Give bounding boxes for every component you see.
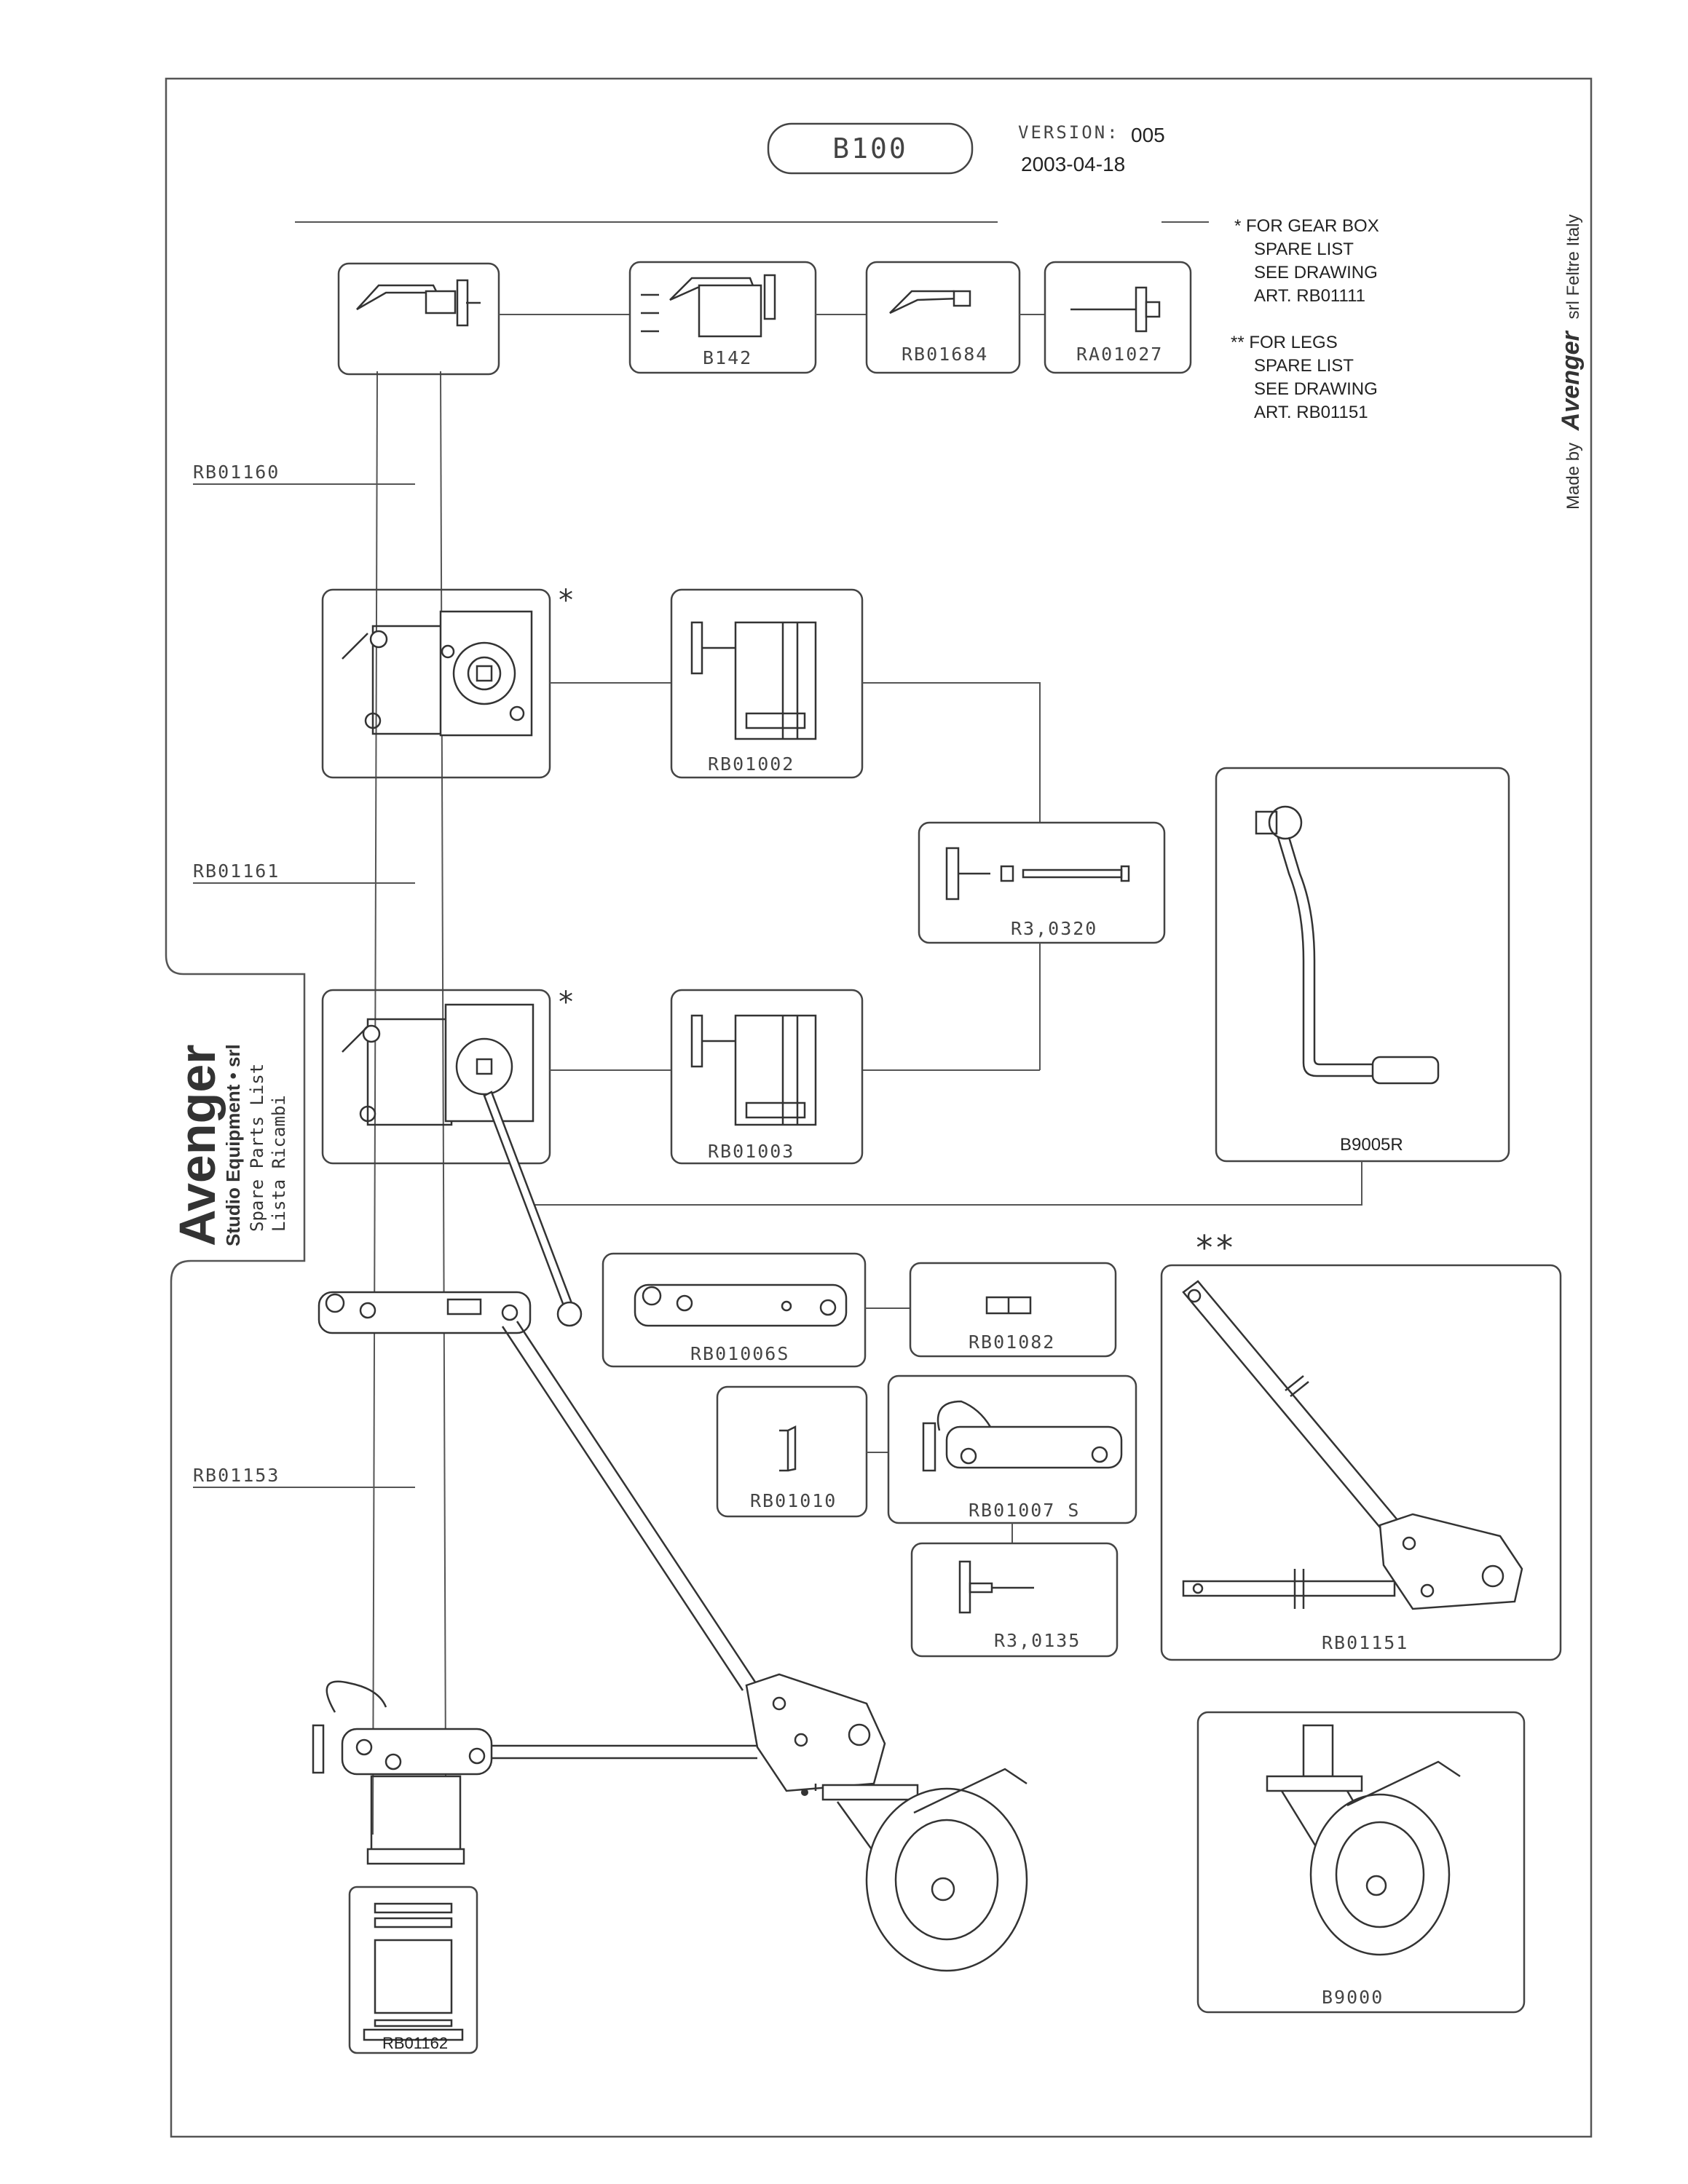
svg-text:RB01160: RB01160	[193, 462, 280, 483]
caster-wheel	[821, 1768, 1028, 1972]
svg-text:* FOR GEAR BOX: * FOR GEAR BOX	[1234, 216, 1379, 236]
svg-text:ART. RB01151: ART. RB01151	[1254, 403, 1368, 422]
leg-strut	[501, 1321, 759, 1691]
rb01007s-box: RB01007 S	[887, 1374, 1137, 1524]
connector	[528, 1161, 1362, 1206]
upper-gearbox-box	[321, 588, 551, 779]
version-label: VERSION:	[1018, 122, 1120, 143]
model-title-pill: B100	[767, 122, 974, 175]
svg-text:RB01003: RB01003	[708, 1141, 794, 1162]
top-clamp-box	[337, 262, 500, 376]
svg-text:R3,0320: R3,0320	[1011, 918, 1097, 939]
svg-text:SPARE LIST: SPARE LIST	[1254, 240, 1354, 259]
rb01160-callout: RB01160	[193, 462, 415, 485]
gearbox-upper-marker: *	[557, 584, 575, 617]
svg-text:Spare Parts List: Spare Parts List	[247, 1064, 267, 1232]
svg-text:B9005R: B9005R	[1340, 1135, 1403, 1155]
b9005r-box: B9005R	[1215, 767, 1510, 1163]
version-block: VERSION: 005 2003-04-18	[1018, 122, 1165, 175]
svg-text:SEE DRAWING: SEE DRAWING	[1254, 379, 1378, 399]
svg-text:ART. RB01111: ART. RB01111	[1254, 286, 1365, 306]
svg-text:Avenger: Avenger	[169, 1044, 226, 1246]
bottom-leg-assembly	[312, 1673, 886, 1865]
rb01002-box: RB01002	[670, 588, 864, 779]
svg-text:SPARE LIST: SPARE LIST	[1254, 356, 1354, 376]
svg-text:RA01027: RA01027	[1076, 344, 1163, 365]
svg-text:RB01684: RB01684	[902, 344, 988, 365]
svg-text:Made by Avenger sr: Made by Avenger srl Feltre Italy	[1557, 215, 1585, 510]
sheet-frame	[165, 77, 1593, 2138]
gearbox-note: * FOR GEAR BOX SPARE LIST SEE DRAWING AR…	[1234, 216, 1379, 306]
svg-text:RB01007 S: RB01007 S	[969, 1500, 1080, 1521]
rb01162-box: RB01162	[348, 1886, 478, 2054]
lower-gearbox-box	[321, 989, 551, 1165]
legs-note: ** FOR LEGS SPARE LIST SEE DRAWING ART. …	[1231, 333, 1378, 422]
rb01153-callout: RB01153	[193, 1465, 415, 1488]
rb01010-box: RB01010	[716, 1385, 868, 1518]
b9000-box: B9000	[1196, 1711, 1526, 2014]
leg-collar	[318, 1291, 532, 1334]
svg-text:RB01002: RB01002	[708, 753, 794, 775]
svg-text:RB01151: RB01151	[1322, 1632, 1408, 1653]
svg-text:R3,0135: R3,0135	[994, 1630, 1081, 1651]
svg-text:** FOR LEGS: ** FOR LEGS	[1231, 333, 1338, 352]
maker-vertical-text: Made by Avenger srl Feltre Italy	[1557, 215, 1585, 510]
version-date: 2003-04-18	[1021, 153, 1125, 175]
crank-knob	[556, 1301, 583, 1327]
svg-text:B9000: B9000	[1322, 1987, 1384, 2008]
svg-text:RB01006S: RB01006S	[690, 1343, 789, 1364]
r3-0320-box: R3,0320	[918, 821, 1166, 944]
connector	[862, 682, 1041, 823]
model-title: B100	[832, 132, 908, 165]
avenger-logo: Avenger Studio Equipment • srl Spare Par…	[169, 1044, 289, 1246]
svg-text:Lista Ricambi: Lista Ricambi	[269, 1095, 289, 1232]
main-column-tubes	[372, 371, 446, 1835]
rb01161-callout: RB01161	[193, 860, 415, 884]
version-number: 005	[1131, 124, 1165, 146]
legs-marker: **	[1194, 1228, 1234, 1267]
b142-box: B142	[628, 261, 817, 374]
rb01151-box: RB01151	[1160, 1264, 1562, 1661]
svg-text:RB01161: RB01161	[193, 860, 280, 882]
gearbox-lower-marker: *	[557, 986, 575, 1019]
ra01027-box: RA01027	[1044, 261, 1192, 374]
rb01082-box: RB01082	[909, 1262, 1117, 1358]
crank-handle	[483, 1091, 573, 1309]
rb01003-box: RB01003	[670, 989, 864, 1165]
rb01684-box: RB01684	[865, 261, 1021, 374]
svg-text:Studio Equipment • srl: Studio Equipment • srl	[222, 1044, 244, 1246]
r3-0135-box: R3,0135	[910, 1542, 1119, 1658]
svg-text:RB01162: RB01162	[382, 2034, 448, 2052]
svg-text:RB01082: RB01082	[969, 1332, 1055, 1353]
svg-text:RB01153: RB01153	[193, 1465, 280, 1486]
svg-text:SEE DRAWING: SEE DRAWING	[1254, 263, 1378, 282]
rb01006s-box: RB01006S	[602, 1252, 867, 1368]
svg-text:B142: B142	[703, 347, 752, 368]
svg-text:RB01010: RB01010	[750, 1490, 837, 1511]
